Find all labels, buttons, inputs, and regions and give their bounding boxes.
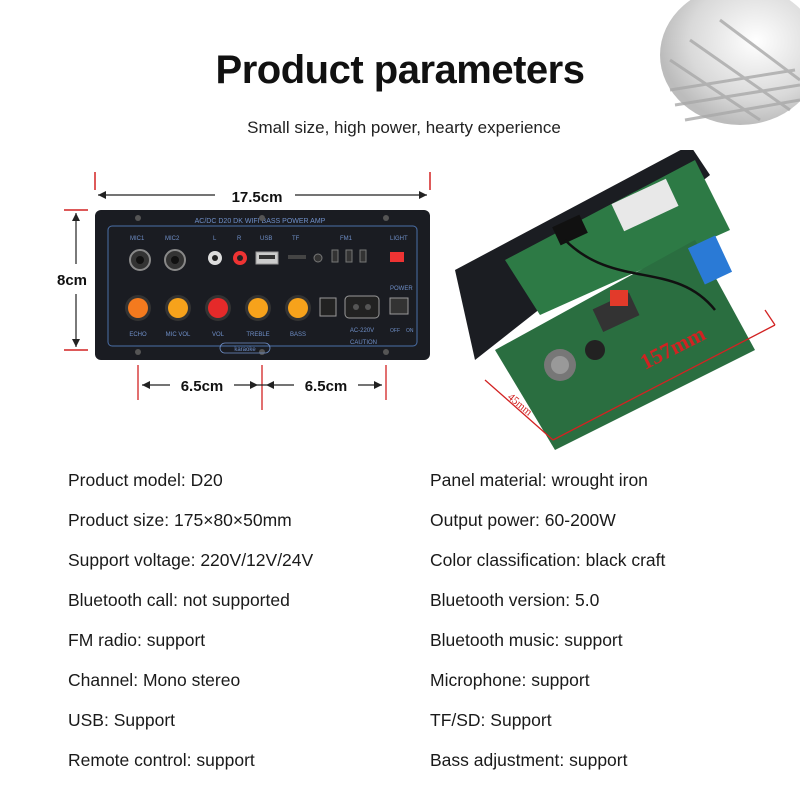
port-label-mic2: MIC2 bbox=[165, 236, 180, 242]
on-label: ON bbox=[406, 328, 414, 334]
spec-panel-material: Panel material: wrought iron bbox=[430, 470, 648, 490]
knob-label-bass: BASS bbox=[290, 332, 306, 338]
ac-socket-icon bbox=[344, 295, 380, 319]
knob-label-mic-vol: MIC VOL bbox=[166, 332, 191, 338]
spacing-left-label: 6.5cm bbox=[181, 378, 224, 395]
page-title: Product parameters bbox=[215, 48, 585, 92]
knob-label-treble: TREBLE bbox=[246, 332, 269, 338]
port-label-r: R bbox=[237, 236, 242, 242]
spec-bass-adjustment: Bass adjustment: support bbox=[430, 750, 628, 770]
page-subtitle: Small size, high power, hearty experienc… bbox=[247, 118, 561, 137]
caution-text: CAUTION bbox=[350, 340, 377, 346]
knob-label-echo: ECHO bbox=[129, 332, 147, 338]
microphone-decoration-icon bbox=[660, 0, 800, 125]
mic-vol-knob-icon bbox=[165, 295, 191, 321]
port-label-mic1: MIC1 bbox=[130, 236, 145, 242]
echo-knob-icon bbox=[125, 295, 151, 321]
spacing-right-label: 6.5cm bbox=[305, 378, 348, 395]
ac-label: AC-220V bbox=[350, 328, 374, 334]
amplifier-panel bbox=[95, 210, 430, 360]
port-label-l: L bbox=[213, 236, 217, 242]
off-label: OFF bbox=[390, 328, 400, 334]
light-switch-icon bbox=[390, 252, 404, 262]
spec-usb: USB: Support bbox=[68, 710, 176, 730]
brand-badge: karaoke bbox=[234, 347, 256, 353]
vol-knob-icon bbox=[205, 295, 231, 321]
port-label-light: LIGHT bbox=[390, 236, 408, 242]
spec-fm-radio: FM radio: support bbox=[68, 630, 206, 650]
port-label-fm1: FM1 bbox=[340, 236, 353, 242]
spec-color-classification: Color classification: black craft bbox=[430, 550, 666, 570]
spec-product-model: Product model: D20 bbox=[68, 470, 223, 490]
spec-bluetooth-music: Bluetooth music: support bbox=[430, 630, 623, 650]
knob-label-vol: VOL bbox=[212, 332, 225, 338]
treble-knob-icon bbox=[245, 295, 271, 321]
spec-bluetooth-version: Bluetooth version: 5.0 bbox=[430, 590, 600, 610]
board-illustration: 157mm 45mm bbox=[455, 150, 776, 450]
panel-diagram: 17.5cm 8cm AC/DC D20 DK WIFI BASS POWER … bbox=[52, 172, 431, 410]
spec-channel: Channel: Mono stereo bbox=[68, 670, 241, 690]
spec-support-voltage: Support voltage: 220V/12V/24V bbox=[68, 550, 314, 570]
tf-slot-icon bbox=[288, 255, 306, 259]
dc-input-icon bbox=[319, 297, 337, 317]
power-switch-icon bbox=[389, 297, 409, 315]
height-label: 8cm bbox=[57, 272, 87, 289]
width-label: 17.5cm bbox=[232, 189, 283, 206]
spec-remote-control: Remote control: support bbox=[68, 750, 255, 770]
spec-output-power: Output power: 60-200W bbox=[430, 510, 616, 530]
lower-pcb bbox=[495, 240, 755, 450]
port-label-tf: TF bbox=[292, 236, 300, 242]
spec-bluetooth-call: Bluetooth call: not supported bbox=[68, 590, 290, 610]
port-label-usb: USB bbox=[260, 236, 272, 242]
spec-product-size: Product size: 175×80×50mm bbox=[68, 510, 292, 530]
power-label: POWER bbox=[390, 286, 413, 292]
spec-tf-sd: TF/SD: Support bbox=[430, 710, 552, 730]
spec-microphone: Microphone: support bbox=[430, 670, 590, 690]
bluetooth-module-icon bbox=[687, 235, 733, 285]
bass-knob-icon bbox=[285, 295, 311, 321]
panel-top-text: AC/DC D20 DK WIFI BASS POWER AMP bbox=[195, 218, 326, 225]
